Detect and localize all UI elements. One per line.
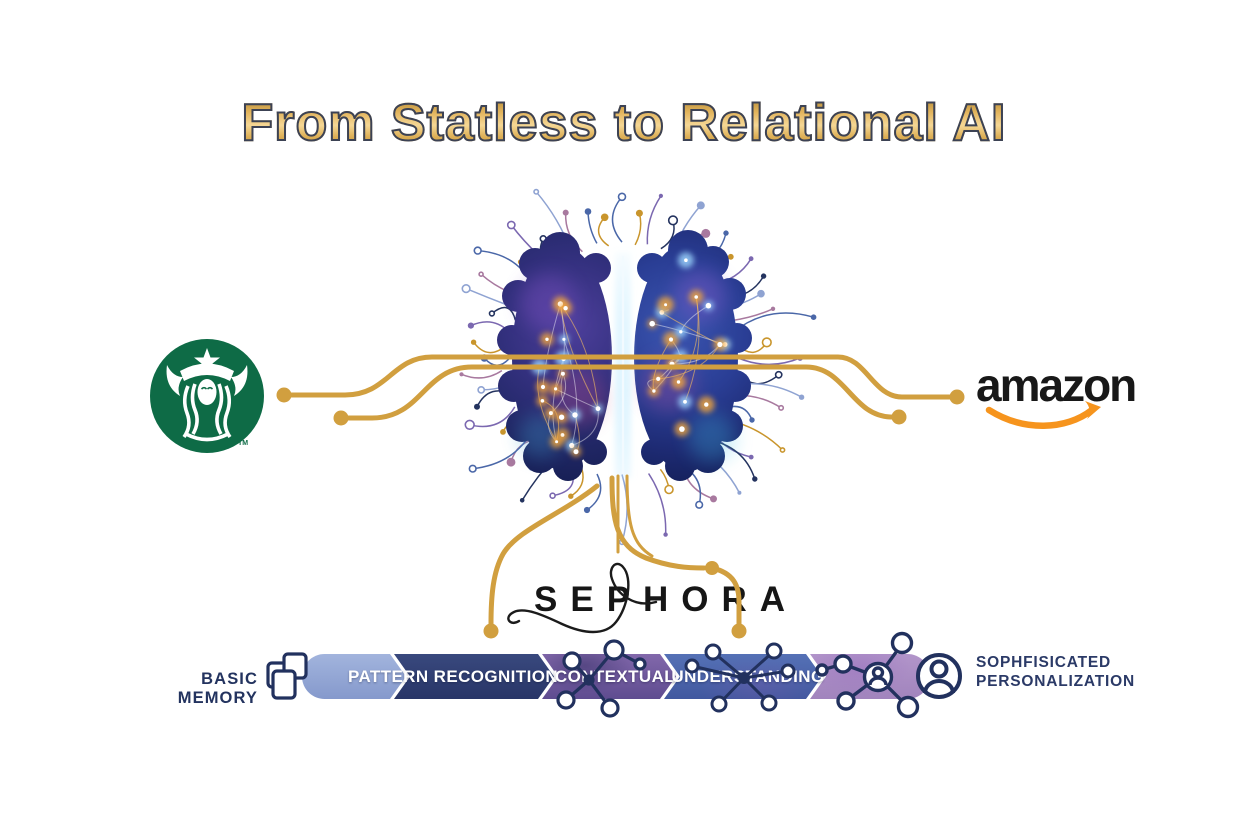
brain-fissure-glow xyxy=(610,252,636,478)
basic-memory-label: BASIC MEMORY xyxy=(177,670,258,707)
sophisticated-label-line1: SOPHFISICATED xyxy=(976,654,1111,671)
sophisticated-label-line2: PERSONALIZATION xyxy=(976,673,1135,690)
siren-face xyxy=(197,379,217,405)
brain-synapse-links xyxy=(537,296,726,453)
sephora-wordmark: SEPHORA xyxy=(534,580,799,619)
siren-tail-left xyxy=(166,365,183,396)
dot-amazon-top xyxy=(949,389,965,405)
dot-sephora-right xyxy=(731,623,747,639)
brain-right-hemisphere xyxy=(634,230,752,481)
dot-starbucks-top xyxy=(276,387,292,403)
amazon-wordmark: amazon xyxy=(976,359,1137,411)
dot-amazon-bottom xyxy=(891,409,907,425)
starbucks-logo xyxy=(150,339,264,453)
brain-dendrites xyxy=(459,188,817,546)
siren-hair xyxy=(182,383,232,442)
wire-starbucks-top xyxy=(287,354,953,400)
dot-starbucks-bottom xyxy=(333,410,349,426)
brain-glow-nodes xyxy=(531,252,731,457)
dot-sephora-left xyxy=(483,623,499,639)
stage-label-understanding: UNDERSTANDING xyxy=(671,666,825,686)
progression-bar: PATTERN RECOGNITION CONTEXTUAL UNDERSTAN… xyxy=(302,654,932,699)
siren-star xyxy=(194,348,220,373)
starbucks-trademark: TM xyxy=(238,440,249,447)
stage-basic-segment xyxy=(302,654,406,699)
siren-crown xyxy=(180,363,234,381)
stage-personalization-segment xyxy=(810,654,930,699)
dot-sephora-mid xyxy=(705,561,719,575)
stage-pattern-segment xyxy=(394,654,554,699)
siren-tail-right xyxy=(231,365,248,396)
siren-eyes xyxy=(200,386,214,390)
brain-illustration xyxy=(459,188,817,546)
stage-label-pattern-recognition: PATTERN RECOGNITION xyxy=(347,666,559,686)
wire-stem-b xyxy=(625,474,654,558)
page-title: From Statless to Relational AI xyxy=(0,93,1248,154)
brain-left-hemisphere xyxy=(497,232,612,481)
stacked-frames-icon xyxy=(266,652,308,700)
wire-starbucks-bottom xyxy=(345,364,895,421)
stage-label-contextual: CONTEXTUAL xyxy=(554,666,676,686)
